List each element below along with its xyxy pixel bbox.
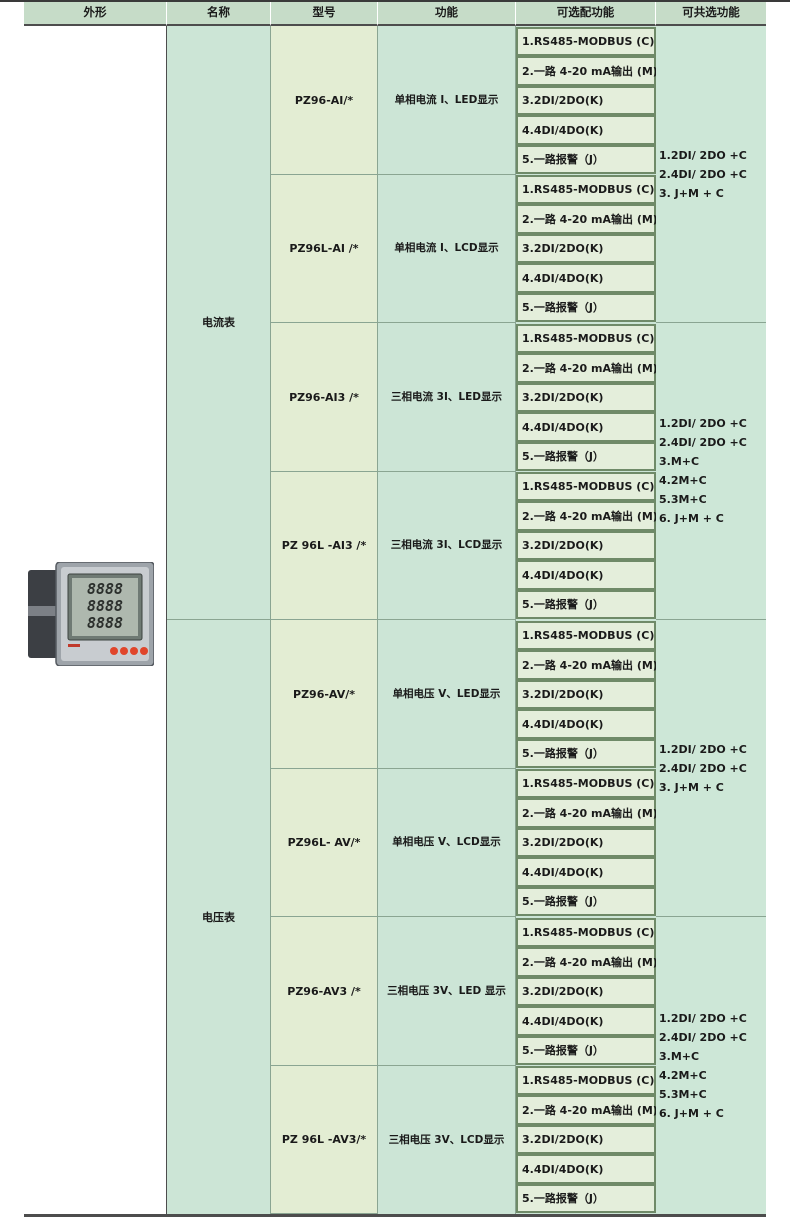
- common-feature: 1.2DI/ 2DO +C: [659, 1011, 747, 1025]
- feature-item: 1.RS485-MODBUS (C): [516, 918, 656, 947]
- feature-item: 1.RS485-MODBUS (C): [516, 472, 656, 501]
- function-cell: 三相电流 3I、LCD显示: [378, 472, 516, 620]
- display-line-2: 8888: [87, 597, 123, 615]
- brand-logo: [68, 644, 80, 647]
- device-image: 8888 8888 8888: [28, 562, 154, 666]
- common-feature: 5.3M+C: [659, 1087, 707, 1101]
- common-feature: 5.3M+C: [659, 493, 707, 506]
- feature-item: 2.一路 4-20 mA输出 (M): [516, 204, 658, 234]
- model-cell: PZ96-AI/*: [271, 26, 378, 175]
- common-features-cell: 1.2DI/ 2DO +C 2.4DI/ 2DO +C 3. J+M + C: [656, 620, 766, 917]
- header-common-features: 可共选功能: [656, 2, 766, 26]
- feature-item: 2.一路 4-20 mA输出 (M): [516, 798, 658, 828]
- common-feature: 3.M+C: [659, 455, 700, 468]
- function-cell: 单相电压 V、LED显示: [378, 620, 516, 769]
- feature-item: 2.一路 4-20 mA输出 (M): [516, 353, 658, 383]
- feature-item: 1.RS485-MODBUS (C): [516, 769, 656, 798]
- feature-item: 5.一路报警（J）: [516, 887, 656, 916]
- feature-item: 5.一路报警（J）: [516, 442, 656, 471]
- feature-item: 4.4DI/4DO(K): [516, 115, 656, 145]
- header-name: 名称: [167, 2, 271, 26]
- feature-item: 4.4DI/4DO(K): [516, 560, 656, 590]
- function-cell: 单相电流 I、LCD显示: [378, 175, 516, 323]
- function-cell: 单相电流 I、LED显示: [378, 26, 516, 175]
- function-cell: 三相电流 3I、LED显示: [378, 323, 516, 472]
- feature-item: 3.2DI/2DO(K): [516, 86, 656, 115]
- feature-item: 5.一路报警（J）: [516, 590, 656, 619]
- model-cell: PZ 96L -AV3/*: [271, 1066, 378, 1214]
- common-features-cell: 1.2DI/ 2DO +C 2.4DI/ 2DO +C 3.M+C 4.2M+C…: [656, 323, 766, 620]
- feature-item: 3.2DI/2DO(K): [516, 977, 656, 1006]
- common-feature: 2.4DI/ 2DO +C: [659, 1030, 747, 1044]
- feature-item: 2.一路 4-20 mA输出 (M): [516, 947, 658, 977]
- header-optional-features: 可选配功能: [516, 2, 656, 26]
- common-feature: 2.4DI/ 2DO +C: [659, 436, 747, 449]
- feature-item: 1.RS485-MODBUS (C): [516, 27, 656, 56]
- common-feature: 6. J+M + C: [659, 512, 724, 525]
- model-cell: PZ 96L -AI3 /*: [271, 472, 378, 620]
- feature-item: 1.RS485-MODBUS (C): [516, 1066, 656, 1095]
- common-feature: 4.2M+C: [659, 474, 707, 487]
- feature-item: 3.2DI/2DO(K): [516, 1125, 656, 1154]
- common-feature: 3.M+C: [659, 1049, 700, 1063]
- feature-item: 4.4DI/4DO(K): [516, 709, 656, 739]
- device-button-3: [130, 647, 138, 655]
- model-cell: PZ96L- AV/*: [271, 769, 378, 917]
- function-cell: 单相电压 V、LCD显示: [378, 769, 516, 917]
- table-top-border: [0, 0, 790, 2]
- header-function: 功能: [378, 2, 516, 26]
- display-line-1: 8888: [87, 580, 123, 598]
- name-current-meter: 电流表: [167, 26, 271, 620]
- common-feature: 2.4DI/ 2DO +C: [659, 761, 747, 775]
- feature-item: 2.一路 4-20 mA输出 (M): [516, 501, 658, 531]
- feature-item: 3.2DI/2DO(K): [516, 383, 656, 412]
- feature-item: 4.4DI/4DO(K): [516, 263, 656, 293]
- header-appearance: 外形: [24, 2, 167, 26]
- model-cell: PZ96-AV3 /*: [271, 917, 378, 1066]
- model-cell: PZ96-AV/*: [271, 620, 378, 769]
- common-feature: 4.2M+C: [659, 1068, 707, 1082]
- common-feature: 3. J+M + C: [659, 780, 724, 794]
- feature-item: 3.2DI/2DO(K): [516, 234, 656, 263]
- model-cell: PZ96-AI3 /*: [271, 323, 378, 472]
- feature-item: 5.一路报警（J）: [516, 293, 656, 322]
- model-cell: PZ96L-AI /*: [271, 175, 378, 323]
- table-bottom-border: [24, 1214, 766, 1217]
- feature-item: 1.RS485-MODBUS (C): [516, 621, 656, 650]
- feature-item: 5.一路报警（J）: [516, 739, 656, 768]
- feature-item: 3.2DI/2DO(K): [516, 680, 656, 709]
- common-feature: 1.2DI/ 2DO +C: [659, 417, 747, 430]
- common-feature: 2.4DI/ 2DO +C: [659, 167, 747, 181]
- feature-item: 5.一路报警（J）: [516, 1184, 656, 1213]
- feature-item: 3.2DI/2DO(K): [516, 531, 656, 560]
- feature-item: 2.一路 4-20 mA输出 (M): [516, 650, 658, 680]
- common-features-cell: 1.2DI/ 2DO +C 2.4DI/ 2DO +C 3.M+C 4.2M+C…: [656, 917, 766, 1214]
- feature-item: 4.4DI/4DO(K): [516, 1006, 656, 1036]
- function-cell: 三相电压 3V、LCD显示: [378, 1066, 516, 1214]
- common-feature: 1.2DI/ 2DO +C: [659, 742, 747, 756]
- common-feature: 6. J+M + C: [659, 1106, 724, 1120]
- display-line-3: 8888: [87, 614, 123, 632]
- feature-item: 3.2DI/2DO(K): [516, 828, 656, 857]
- feature-item: 4.4DI/4DO(K): [516, 412, 656, 442]
- feature-item: 5.一路报警（J）: [516, 145, 656, 174]
- name-voltage-meter: 电压表: [167, 620, 271, 1214]
- device-button-1: [110, 647, 118, 655]
- function-cell: 三相电压 3V、LED 显示: [378, 917, 516, 1066]
- common-feature: 1.2DI/ 2DO +C: [659, 148, 747, 162]
- feature-item: 5.一路报警（J）: [516, 1036, 656, 1065]
- feature-item: 1.RS485-MODBUS (C): [516, 175, 656, 204]
- feature-item: 2.一路 4-20 mA输出 (M): [516, 56, 658, 86]
- feature-item: 1.RS485-MODBUS (C): [516, 324, 656, 353]
- device-button-4: [140, 647, 148, 655]
- device-button-2: [120, 647, 128, 655]
- header-model: 型号: [271, 2, 378, 26]
- common-features-cell: 1.2DI/ 2DO +C 2.4DI/ 2DO +C 3. J+M + C: [656, 26, 766, 323]
- feature-item: 4.4DI/4DO(K): [516, 1154, 656, 1184]
- feature-item: 2.一路 4-20 mA输出 (M): [516, 1095, 658, 1125]
- common-feature: 3. J+M + C: [659, 186, 724, 200]
- feature-item: 4.4DI/4DO(K): [516, 857, 656, 887]
